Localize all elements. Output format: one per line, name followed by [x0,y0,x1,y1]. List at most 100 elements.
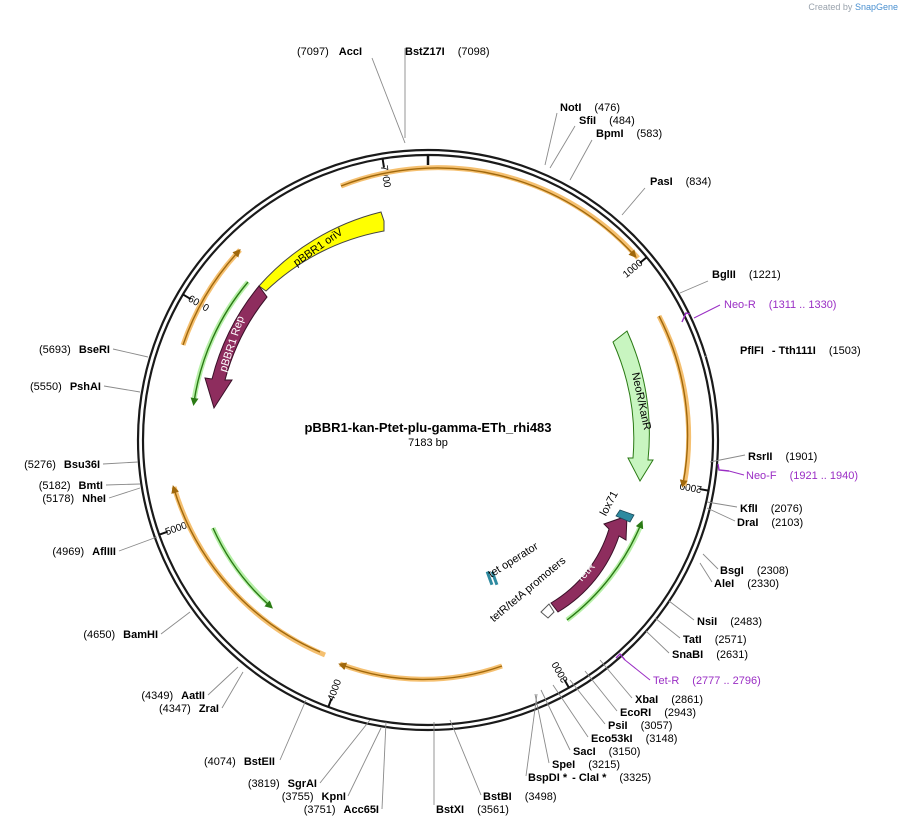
site-leader-line [709,454,746,463]
site-label: SnaBI(2631) [672,649,748,661]
site-leader-line [569,139,593,181]
site-label: (4347)ZraI [159,703,219,715]
site-label: DraI(2103) [737,517,803,529]
site-leader-line [525,693,538,777]
ruler-tick [327,698,333,708]
promoter-mark [540,603,555,619]
site-leader-line [118,536,158,552]
site-leader-line [668,600,695,621]
watermark-prefix: Created by [808,2,853,12]
ruler-tick [158,530,169,536]
watermark-brand: SnapGene [854,2,898,12]
site-label: SfiI(484) [579,115,635,127]
site-leader-line [549,125,576,169]
site-label: (4074)BstEII [204,756,275,768]
tetR-feature [550,515,628,613]
site-label: (5182)BmtI [39,480,103,492]
site-label: (3751)Acc65I [304,804,379,816]
site-leader-line [569,679,606,725]
site-label: BglII(1221) [712,269,781,281]
site-label: PasI(834) [650,176,711,188]
site-label: (5550)PshAI [30,381,101,393]
site-label: (4650)BamHI [83,629,158,641]
site-label: Eco53kI(3148) [591,733,677,745]
ruler-tick-label: 2000 [678,479,702,494]
site-label: TatI(2571) [683,634,747,646]
ruler-tick-label: 3000 [550,659,571,684]
site-label: (3755)KpnI [282,791,346,803]
primer-label: Neo-F(1921 .. 1940) [746,470,858,482]
site-label: RsrII(1901) [748,451,817,463]
site-label: SpeI(3215) [552,759,620,771]
site-label: BsgI(2308) [720,565,789,577]
tet-operator-mark-1 [485,571,494,586]
tet-operator-mark-2 [490,571,499,586]
site-label: PsiI(3057) [608,720,672,732]
rep-feature [204,285,268,410]
plasmid-length: 7183 bp [408,437,448,449]
site-label: (5276)Bsu36I [24,459,100,471]
site-label: PflFI- Tth111I(1503) [740,345,861,357]
snapgene-watermark: Created by SnapGene [808,2,898,12]
site-label: (4349)AatII [141,690,205,702]
site-leader-line [347,727,382,797]
neo-r-leader [693,304,721,319]
site-label: SacI(3150) [573,746,640,758]
site-leader-line [102,461,139,465]
site-leader-line [706,501,738,508]
tet-r-leader [624,659,651,681]
site-label: KflI(2076) [740,503,803,515]
site-label: BstBI(3498) [483,791,557,803]
ruler-tick-label: 4000 [326,678,344,703]
site-leader-line [108,487,141,499]
neo-feature [612,330,654,483]
site-label: NsiI(2483) [697,616,762,628]
site-leader-line [621,187,646,216]
site-leader-line [319,719,371,784]
orf-arc-right-line [658,315,689,488]
plasmid-name: pBBR1-kan-Ptet-plu-gamma-ETh_rhi483 [304,420,551,435]
site-leader-line [704,354,708,358]
site-label: (4969)AflIII [52,546,116,558]
site-leader-line [534,693,550,764]
green-arc-bottom-right-line [566,520,644,621]
site-leader-line [279,699,307,761]
site-leader-line [381,721,387,810]
backbone-outer [136,148,720,732]
neo-r-primer-mark [681,312,691,323]
site-leader-line [103,385,141,393]
site-leader-lines [102,48,746,810]
site-leader-line [654,617,681,639]
site-leader-line [599,659,633,699]
orf-arc-upper-left-line [182,249,241,346]
site-label: NotI(476) [560,102,620,114]
site-label: EcoRI(2943) [620,707,696,719]
site-label: (5693)BseRI [39,344,110,356]
site-leader-line [699,562,713,583]
site-label: (7097)AccI [297,46,362,58]
oriV-label: pBBR1 oriV [291,226,346,269]
site-leader-line [702,553,719,570]
primer-label: Neo-R(1311 .. 1330) [724,299,836,311]
lox71-feature [615,509,635,523]
orf-arc-top-line [340,167,637,258]
site-leader-line [105,483,141,486]
green-arc-bottom-left-line [212,527,273,609]
orf-arc-right [656,314,692,487]
site-leader-line [221,671,244,709]
neo-f-primer-mark [717,463,730,472]
site-leader-line [584,670,618,712]
ruler-tick [699,488,709,492]
primer-label: Tet-R(2777 .. 2796) [653,675,761,687]
green-arc-bottom-left [210,526,272,607]
site-label: BspDI *- ClaI *(3325) [528,772,651,784]
site-leader-line [544,112,558,166]
site-label: (3819)SgrAI [248,778,317,790]
tet-r-primer-mark [615,652,626,661]
tet-operator-label: tet operator [486,540,540,580]
ruler-tick [381,158,385,168]
site-leader-line [207,666,239,696]
ruler-tick [639,256,648,264]
site-label: BstZ17I(7098) [405,46,490,58]
